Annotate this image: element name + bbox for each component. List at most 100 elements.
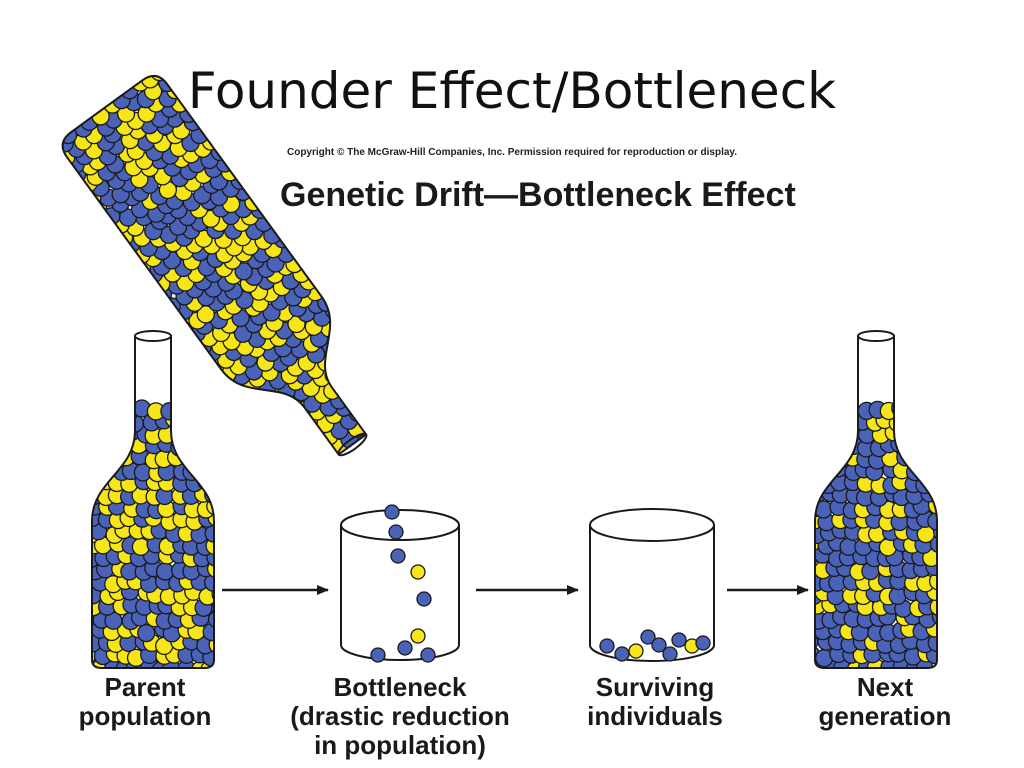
blue-allele-bead <box>282 410 301 430</box>
blue-allele-bead <box>651 637 667 653</box>
yellow-allele-bead <box>815 475 826 495</box>
blue-allele-bead <box>297 459 316 479</box>
blue-allele-bead <box>901 413 920 432</box>
yellow-allele-bead <box>192 449 211 468</box>
yellow-allele-bead <box>925 411 937 430</box>
blue-allele-bead <box>198 462 214 481</box>
blue-allele-bead <box>352 339 371 358</box>
blue-allele-bead <box>384 504 400 520</box>
blue-allele-bead <box>108 426 128 445</box>
bottle-rim <box>857 330 895 342</box>
yellow-allele-bead <box>628 643 644 659</box>
yellow-allele-bead <box>178 435 197 454</box>
blue-allele-bead <box>918 451 937 471</box>
next-generation-bottle <box>814 330 938 669</box>
blue-allele-bead <box>390 548 406 564</box>
yellow-allele-bead <box>897 424 916 443</box>
blue-allele-bead <box>599 638 615 654</box>
blue-allele-bead <box>367 405 386 425</box>
blue-allele-bead <box>363 397 382 416</box>
yellow-allele-bead <box>270 431 289 450</box>
blue-allele-bead <box>825 412 845 432</box>
copyright-notice: Copyright © The McGraw-Hill Companies, I… <box>286 147 738 158</box>
parent-population-bottle <box>91 330 215 669</box>
yellow-allele-bead <box>815 410 823 429</box>
yellow-allele-bead <box>211 584 214 604</box>
blue-allele-bead <box>253 396 273 415</box>
blue-allele-bead <box>420 647 436 663</box>
blue-allele-bead <box>815 450 825 469</box>
blue-allele-bead <box>282 455 302 474</box>
blue-allele-bead <box>96 448 115 467</box>
blue-allele-bead <box>840 401 860 421</box>
caption-next-generation: Next generation <box>818 672 952 731</box>
yellow-allele-bead <box>931 435 937 454</box>
yellow-allele-bead <box>183 425 202 444</box>
yellow-allele-bead <box>410 628 426 644</box>
yellow-allele-bead <box>92 412 98 431</box>
blue-allele-bead <box>815 434 826 454</box>
blue-allele-bead <box>905 462 925 482</box>
yellow-allele-bead <box>410 564 426 580</box>
yellow-allele-bead <box>108 400 127 419</box>
blue-allele-bead <box>239 393 259 412</box>
pouring-bottle <box>56 69 403 481</box>
yellow-allele-bead <box>904 398 923 418</box>
yellow-allele-bead <box>92 473 105 492</box>
yellow-allele-bead <box>838 410 857 429</box>
blue-allele-bead <box>927 471 937 490</box>
blue-allele-bead <box>382 409 401 429</box>
yellow-allele-bead <box>280 425 300 445</box>
blue-allele-bead <box>376 370 396 389</box>
blue-allele-bead <box>394 401 403 421</box>
caption-surviving-individuals: Surviving individuals <box>587 672 723 731</box>
blue-allele-bead <box>370 647 386 663</box>
blue-allele-bead <box>289 465 308 481</box>
yellow-allele-bead <box>287 436 307 455</box>
yellow-allele-bead <box>195 436 214 456</box>
blue-allele-bead <box>344 332 364 351</box>
blue-allele-bead <box>929 534 937 554</box>
yellow-allele-bead <box>312 460 331 479</box>
yellow-allele-bead <box>342 362 361 381</box>
blue-allele-bead <box>330 314 350 334</box>
bottle-rim <box>134 330 172 342</box>
blue-allele-bead <box>695 635 711 651</box>
slide-title: Founder Effect/Bottleneck <box>187 62 837 120</box>
blue-allele-bead <box>927 399 937 419</box>
blue-allele-bead <box>96 460 115 479</box>
blue-allele-bead <box>817 461 836 480</box>
yellow-allele-bead <box>92 464 104 483</box>
blue-allele-bead <box>272 416 291 435</box>
yellow-allele-bead <box>906 447 925 466</box>
blue-allele-bead <box>906 438 925 458</box>
yellow-allele-bead <box>276 441 296 461</box>
blue-allele-bead <box>815 401 826 420</box>
yellow-allele-bead <box>98 422 117 441</box>
blue-allele-bead <box>207 462 214 481</box>
blue-allele-bead <box>207 610 214 629</box>
blue-allele-bead <box>815 412 832 431</box>
blue-allele-bead <box>175 410 194 429</box>
blue-allele-bead <box>182 462 201 482</box>
blue-allele-bead <box>388 524 404 540</box>
blue-allele-bead <box>170 400 189 420</box>
yellow-allele-bead <box>93 437 112 456</box>
blue-allele-bead <box>196 401 214 420</box>
yellow-allele-bead <box>187 410 207 430</box>
blue-allele-bead <box>364 381 384 400</box>
yellow-allele-bead <box>905 423 924 442</box>
blue-allele-bead <box>289 447 308 467</box>
blue-allele-bead <box>819 435 839 455</box>
blue-allele-bead <box>92 400 104 420</box>
yellow-allele-bead <box>180 399 200 419</box>
blue-allele-bead <box>155 562 175 581</box>
surviving-cup <box>589 508 715 662</box>
yellow-allele-bead <box>305 466 324 481</box>
blue-allele-bead <box>92 451 98 470</box>
blue-allele-bead <box>193 423 213 442</box>
blue-allele-bead <box>294 429 313 449</box>
blue-allele-bead <box>916 437 935 457</box>
blue-allele-bead <box>205 438 214 458</box>
blue-allele-bead <box>92 439 102 458</box>
